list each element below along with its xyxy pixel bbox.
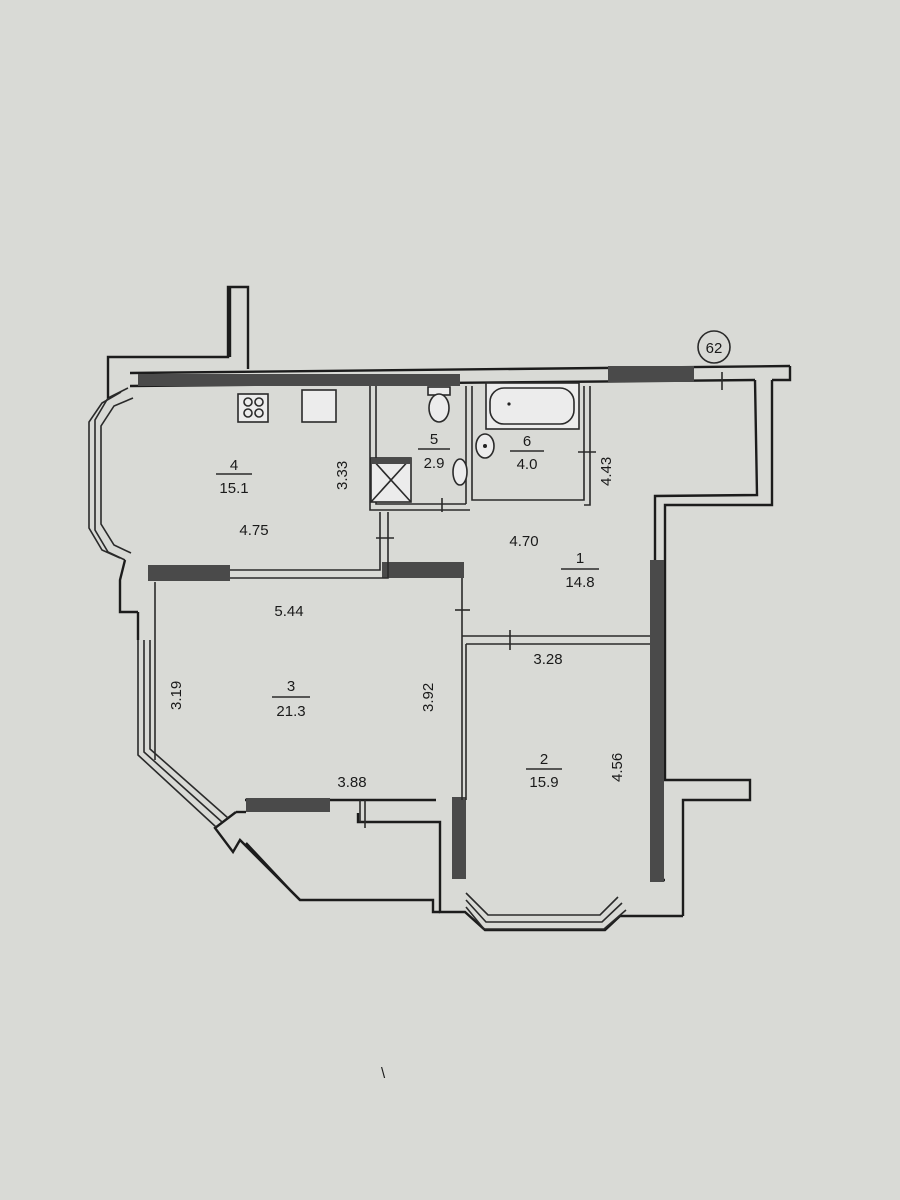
sink-icon <box>301 389 337 423</box>
room-3-number: 3 <box>287 678 295 695</box>
room-6-number: 6 <box>523 433 531 450</box>
shaft-icon <box>370 457 412 503</box>
room-2: 3.28 2 15.9 4.56 <box>526 651 626 791</box>
room-4-dim-width: 4.75 <box>239 522 268 539</box>
room-1-dim: 4.70 <box>509 533 538 550</box>
room-1-area: 14.8 <box>565 574 594 591</box>
bay-window-left-bottom <box>136 612 229 828</box>
room-4-area: 15.1 <box>219 480 248 497</box>
room-6: 6 4.0 4.43 <box>510 433 615 486</box>
stove-icon <box>237 393 269 423</box>
room-2-dim-top: 3.28 <box>533 651 562 668</box>
sink-small-icon <box>452 458 468 486</box>
room-3-dim-top: 5.44 <box>274 603 303 620</box>
room-5: 5 2.9 <box>418 431 450 472</box>
room-4: 4 15.1 3.33 4.75 <box>216 457 351 539</box>
washbasin-icon <box>475 433 495 459</box>
room-2-number: 2 <box>540 751 548 768</box>
marker-62: 62 <box>697 330 731 364</box>
room-2-dim-right: 4.56 <box>609 753 626 782</box>
room-5-number: 5 <box>430 431 438 448</box>
room-3-dim-right: 3.92 <box>420 683 437 712</box>
bay-window-left-top <box>88 372 138 614</box>
stray-mark: \ <box>381 1065 386 1082</box>
interior-walls <box>154 386 650 822</box>
room-6-area: 4.0 <box>517 456 538 473</box>
room-4-dim-height: 3.33 <box>334 461 351 490</box>
room-3-dim-bottom: 3.88 <box>337 774 366 791</box>
room-4-number: 4 <box>230 457 238 474</box>
bathtub-icon <box>485 382 580 430</box>
bay-window-bottom <box>465 892 627 930</box>
room-3-area: 21.3 <box>276 703 305 720</box>
toilet-icon <box>427 386 451 423</box>
room-6-dim: 4.43 <box>598 457 615 486</box>
door-marks <box>364 372 723 828</box>
room-3: 5.44 3.19 3 21.3 3.92 3.88 <box>168 603 437 791</box>
room-3-dim-left: 3.19 <box>168 681 185 710</box>
room-1: 4.70 1 14.8 <box>509 533 599 591</box>
room-1-number: 1 <box>576 550 584 567</box>
marker-label: 62 <box>706 340 723 357</box>
hatched-walls <box>138 366 694 882</box>
room-5-area: 2.9 <box>424 455 445 472</box>
room-2-area: 15.9 <box>529 774 558 791</box>
